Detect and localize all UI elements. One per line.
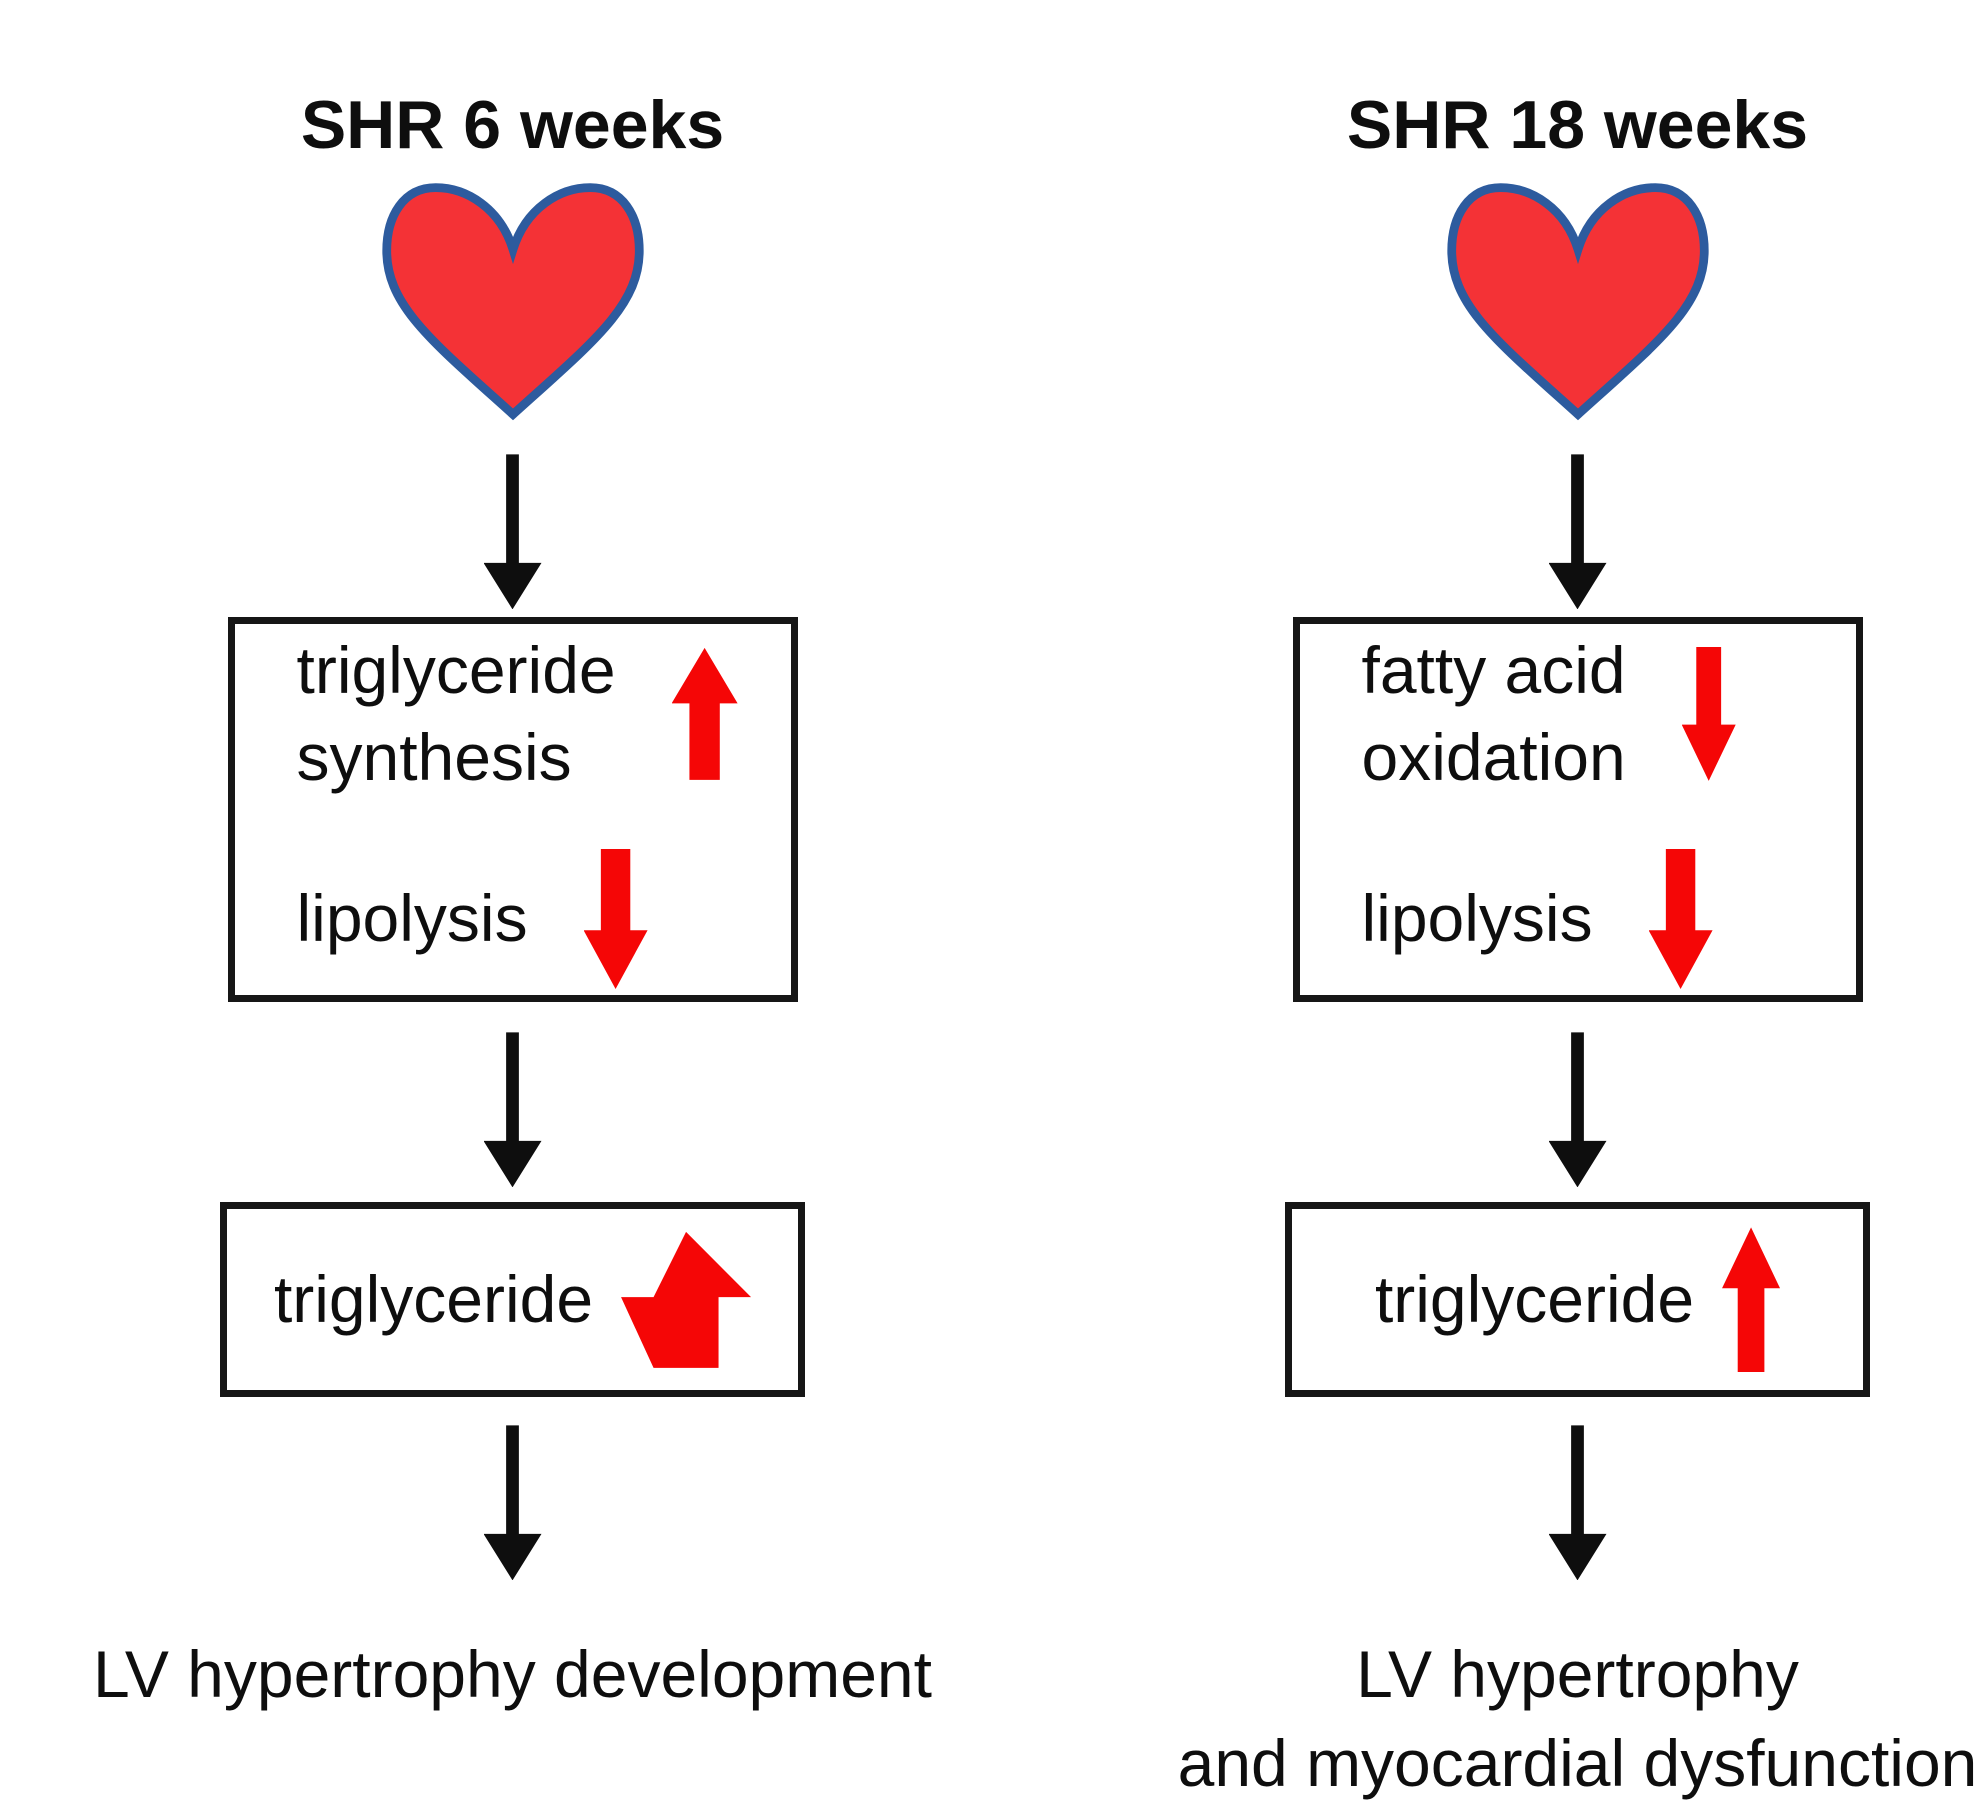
- outcome-text: LV hypertrophy and myocardial dysfunctio…: [1177, 1637, 1978, 1801]
- process-label: fatty acid oxidation: [1361, 632, 1626, 794]
- heart-icon: [379, 173, 647, 429]
- column-shr-6-weeks: SHR 6 weeks triglyceride synthesis lipol…: [20, 0, 1005, 1719]
- column-title: SHR 18 weeks: [1346, 87, 1809, 163]
- heart-icon: [1444, 173, 1712, 429]
- outcome-text: LV hypertrophy development: [93, 1637, 932, 1712]
- triglyceride-box: triglyceride: [220, 1202, 805, 1398]
- process-label: lipolysis: [1361, 881, 1593, 956]
- down-connector-arrow: [483, 1032, 542, 1188]
- down-connector-arrow: [483, 1425, 542, 1581]
- box-row: lipolysis: [1362, 849, 1826, 989]
- down-connector-arrow: [1548, 454, 1607, 610]
- red-up-arrow-icon: [621, 1231, 752, 1368]
- down-connector-arrow: [1548, 1032, 1607, 1188]
- metabolism-box: fatty acid oxidation lipolysis: [1292, 617, 1863, 1003]
- process-label: triglyceride: [273, 1262, 594, 1337]
- red-up-arrow-icon: [671, 647, 738, 780]
- box-row: lipolysis: [297, 849, 761, 989]
- red-down-arrow-icon: [1648, 849, 1713, 989]
- down-connector-arrow: [1548, 1425, 1607, 1581]
- metabolism-box: triglyceride synthesis lipolysis: [227, 617, 798, 1003]
- box-row: fatty acid oxidation: [1362, 627, 1826, 801]
- red-up-arrow-icon: [1722, 1227, 1781, 1373]
- triglyceride-box: triglyceride: [1285, 1202, 1870, 1398]
- column-shr-18-weeks: SHR 18 weeks fatty acid oxidation lipoly…: [1090, 0, 1985, 1809]
- process-label: triglyceride: [1374, 1262, 1695, 1337]
- column-title: SHR 6 weeks: [300, 87, 725, 163]
- down-connector-arrow: [483, 454, 542, 610]
- red-down-arrow-icon: [1681, 646, 1736, 781]
- box-row: triglyceride synthesis: [297, 627, 761, 801]
- red-down-arrow-icon: [583, 849, 648, 989]
- process-label: triglyceride synthesis: [296, 632, 616, 794]
- process-label: lipolysis: [296, 881, 528, 956]
